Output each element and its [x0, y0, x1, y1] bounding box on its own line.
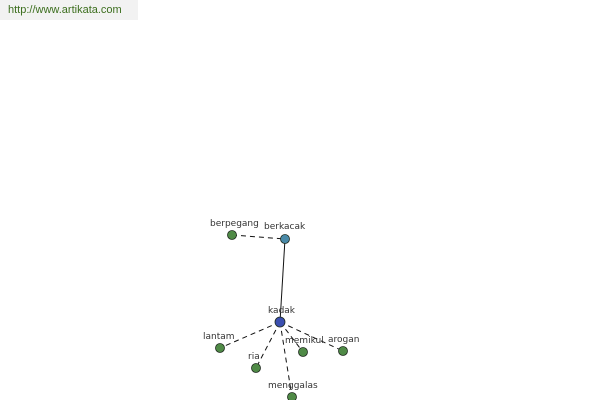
source-url[interactable]: http://www.artikata.com [0, 0, 138, 20]
node-marker-lantam[interactable] [215, 343, 225, 353]
edge-kadak-menggalas [279, 321, 293, 398]
edge-kadak-lantam [219, 321, 281, 349]
node-label-memikul: memikul [285, 336, 324, 346]
node-label-berpegang: berpegang [210, 219, 259, 229]
node-berpegang[interactable]: berpegang [210, 219, 259, 240]
node-marker-kadak[interactable] [274, 316, 286, 328]
node-label-lantam: lantam [203, 332, 235, 342]
node-label-berkacak: berkacak [264, 222, 306, 232]
edge-berpegang-berkacak [231, 234, 286, 240]
node-label-kadak: kadak [268, 306, 296, 316]
node-marker-ria[interactable] [251, 363, 261, 373]
node-berkacak[interactable]: berkacak [264, 222, 306, 244]
node-marker-arogan[interactable] [338, 346, 348, 356]
node-marker-menggalas[interactable] [287, 392, 297, 400]
nodes-layer: kadak berkacak berpegang lantam ria memikul ar… [203, 219, 359, 400]
node-marker-memikul[interactable] [298, 347, 308, 357]
node-ria[interactable]: ria [248, 352, 261, 373]
node-memikul[interactable]: memikul [285, 336, 324, 357]
node-lantam[interactable]: lantam [203, 332, 235, 353]
node-label-ria: ria [248, 352, 260, 362]
node-menggalas[interactable]: menggalas [268, 381, 318, 400]
node-label-arogan: arogan [328, 335, 359, 345]
node-label-menggalas: menggalas [268, 381, 318, 391]
edge-berkacak-kadak [279, 238, 286, 323]
node-kadak[interactable]: kadak [268, 306, 296, 328]
node-marker-berkacak[interactable] [280, 234, 290, 244]
edge-kadak-memikul [279, 321, 304, 353]
node-marker-berpegang[interactable] [227, 230, 237, 240]
edge-kadak-arogan [279, 321, 344, 352]
node-arogan[interactable]: arogan [328, 335, 359, 356]
edges-layer [219, 234, 344, 398]
